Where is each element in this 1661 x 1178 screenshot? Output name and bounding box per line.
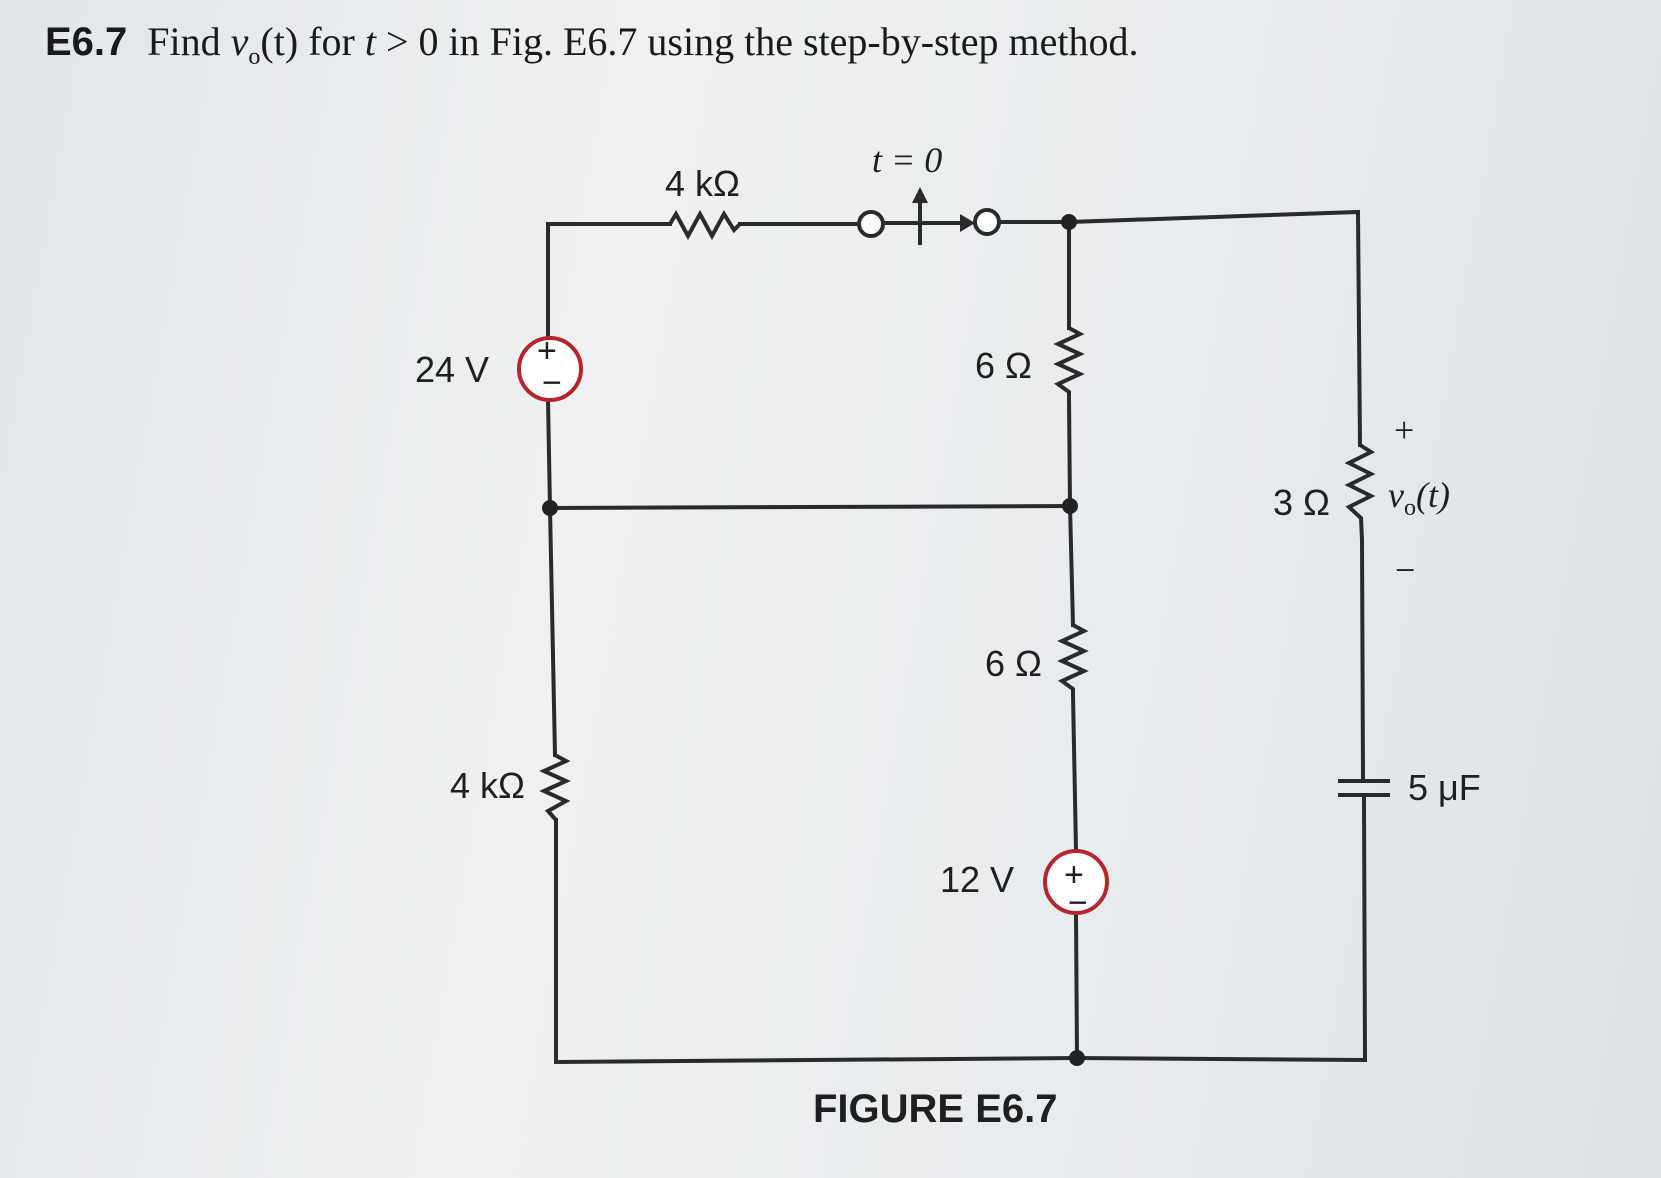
node-left-middle [542,500,558,516]
wire-left-top [546,222,672,340]
wire-mid-res-to-12v [1070,692,1079,853]
problem-cond-rest: > 0 in Fig. E6.7 using the step-by-step … [385,19,1139,64]
problem-cond-t: t [364,19,376,64]
source-24v-plus: + [537,332,557,370]
source-12v-minus: − [1068,884,1088,922]
output-minus: − [1395,550,1415,590]
problem-var-t: (t) [260,19,299,64]
wire-left-node-to-res [547,505,558,758]
output-sub: o [1404,495,1416,521]
problem-text-for: for [308,19,355,64]
source-24v-label: 24 V [415,349,489,390]
wire-middle-horizontal [547,503,1073,511]
capacitor-label: 5 μF [1408,767,1481,808]
output-voltage-label: vo(t) [1388,475,1450,521]
resistor-mid-upper-label: 6 Ω [975,345,1032,386]
output-v: v [1388,475,1404,515]
problem-var-sub: o [248,44,261,70]
wire-top-right [1066,209,1363,448]
wire-left-bottom [554,818,1080,1065]
resistor-right-3ohm [1344,443,1376,541]
resistor-left-4k-label: 4 kΩ [450,765,525,806]
wire-12v-to-bottom [1073,911,1080,1061]
problem-text-find: Find [147,19,221,64]
resistor-top-4k [668,209,742,241]
resistor-mid-upper-6ohm [1053,326,1085,400]
output-t: (t) [1416,475,1450,515]
resistor-mid-lower-6ohm [1057,623,1089,695]
source-24v: + − [517,332,583,402]
resistor-top-4k-label: 4 kΩ [665,163,740,204]
switch-label: t = 0 [872,140,942,180]
source-12v-label: 12 V [940,859,1014,900]
source-24v-minus: − [542,364,562,402]
switch-t0 [857,187,1001,245]
wire-bottom-right [1074,797,1368,1063]
node-bottom [1069,1050,1085,1066]
wire-mid-node-to-res [1067,503,1076,628]
problem-number: E6.7 [45,20,128,64]
resistor-right-label: 3 Ω [1273,482,1330,523]
figure-caption: FIGURE E6.7 [813,1087,1058,1131]
wire-mid-res-to-node [1066,397,1073,509]
node-right-middle [1062,498,1078,514]
wire-right-res-to-cap [1359,537,1366,779]
resistor-mid-lower-label: 6 Ω [985,643,1042,684]
node-top-right [1061,214,1077,230]
circuit-wires [545,209,1368,1065]
source-12v: + − [1043,849,1109,922]
capacitor-5uf [1338,776,1390,800]
problem-statement: E6.7 Find vo(t) for t > 0 in Fig. E6.7 u… [45,18,1138,71]
wire-left-24v-to-node [545,397,553,511]
output-plus: + [1394,410,1414,450]
source-12v-plus: + [1064,856,1084,894]
circuit-nodes [542,214,1085,1066]
resistor-left-4k [539,753,571,822]
problem-var-v: v [230,19,249,64]
